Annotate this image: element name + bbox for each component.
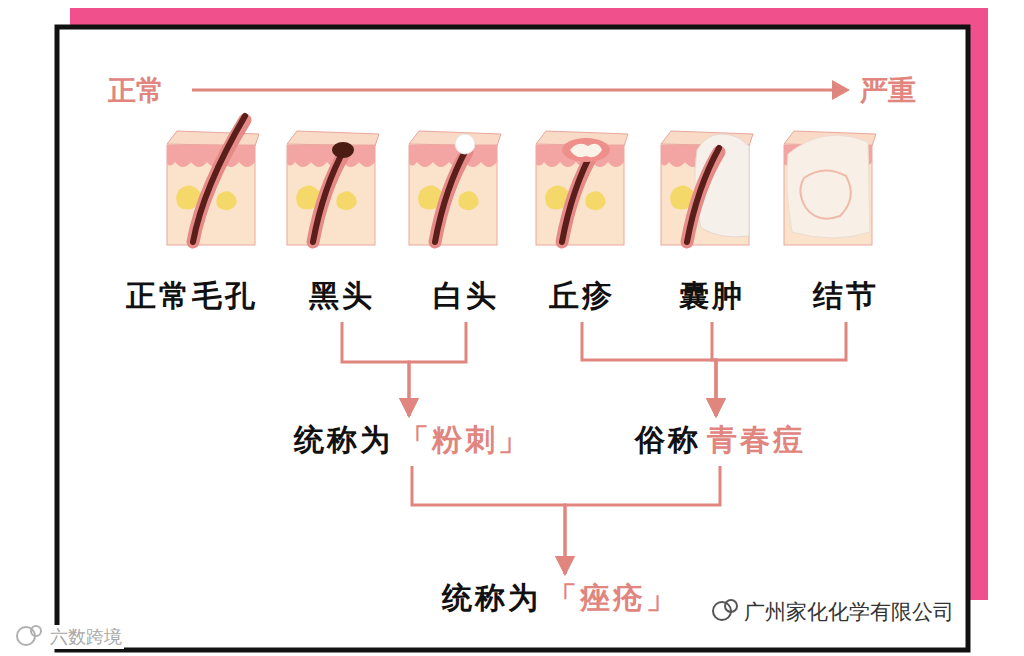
skin-stage: 丘疹 — [545, 128, 619, 316]
bracket-connector — [582, 322, 716, 416]
gland — [216, 191, 237, 210]
skin-tile — [536, 131, 628, 245]
follicle — [193, 120, 245, 242]
blackhead — [332, 142, 354, 158]
hair — [193, 116, 245, 242]
epidermis — [287, 145, 375, 167]
watermark-icon — [31, 626, 41, 636]
black-frame — [57, 27, 968, 650]
inflammation — [562, 138, 610, 162]
severity-arrow — [192, 89, 835, 92]
watermark: 广州家化化学有限公司 — [742, 598, 956, 626]
skin-tile — [784, 131, 876, 245]
bracket-connector — [412, 466, 565, 574]
scale-label: 严重 — [858, 72, 918, 110]
epidermis — [409, 145, 497, 167]
severity-arrowhead — [832, 80, 850, 100]
skin-stage: 白头 — [429, 128, 503, 316]
gland — [585, 191, 606, 210]
node-text: 白头 — [433, 278, 499, 314]
gland — [336, 191, 357, 210]
hair — [687, 148, 719, 242]
wechat-icon — [725, 600, 737, 612]
skin-tile — [287, 131, 379, 245]
node-text: 丘疹 — [549, 278, 615, 314]
hair — [435, 148, 467, 242]
whitehead — [455, 134, 475, 154]
group-term: 俗称青春痘 — [631, 422, 810, 460]
node-text: 青春痘 — [707, 422, 806, 458]
skin-tile — [167, 116, 259, 245]
node-text: 统称为 — [442, 580, 541, 616]
pus — [570, 144, 602, 157]
group-term: 统称为「痤疮」 — [438, 580, 683, 618]
nodule-inner — [800, 170, 850, 218]
bracket-connector — [565, 466, 720, 574]
skin-stage: 正常毛孔 — [122, 128, 262, 316]
node-text: 统称为 — [294, 422, 393, 458]
node-text: 黑头 — [309, 278, 375, 314]
skin-top — [287, 131, 379, 146]
node-text: 结节 — [813, 278, 879, 314]
node-text: 囊肿 — [679, 278, 745, 314]
group-term: 统称为「粉刺」 — [290, 422, 535, 460]
watermark: 六数跨境 — [48, 625, 124, 649]
skin-stage: 结节 — [809, 128, 883, 316]
bracket-connector — [409, 322, 466, 416]
node-text: 俗称 — [635, 422, 701, 458]
epidermis — [167, 145, 255, 167]
node-text: 「痤疮」 — [547, 580, 679, 616]
node-text: 「粉刺」 — [399, 422, 531, 458]
skin-tile — [409, 131, 501, 245]
hair — [313, 148, 345, 242]
bracket-connector — [716, 322, 846, 416]
scale-label: 正常 — [106, 72, 166, 110]
nodule — [787, 135, 870, 238]
node-text: 正常毛孔 — [126, 278, 258, 314]
skin-stage: 黑头 — [305, 128, 379, 316]
skin-top — [167, 131, 259, 146]
watermark-icon — [17, 627, 35, 645]
hair — [562, 148, 594, 242]
skin-stage: 囊肿 — [675, 128, 749, 316]
bracket-connector — [342, 322, 409, 416]
dermis — [409, 145, 497, 245]
dermis — [287, 145, 375, 245]
gland — [458, 191, 479, 210]
skin-tile — [661, 131, 753, 245]
